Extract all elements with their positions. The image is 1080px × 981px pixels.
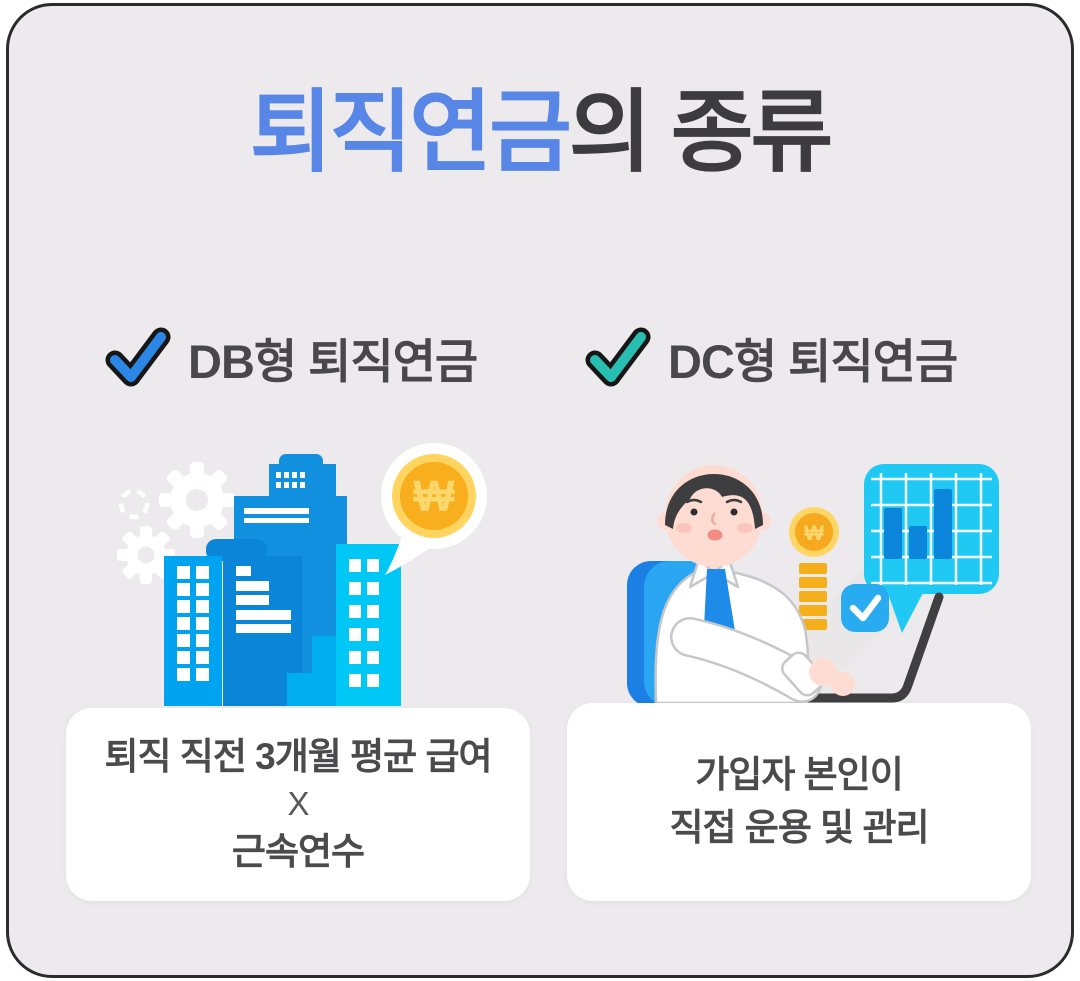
dc-description-line-1: 가입자 본인이 xyxy=(695,754,904,796)
check-square-icon xyxy=(841,584,889,632)
blush-right xyxy=(737,523,753,533)
infographic-frame: 퇴직연금의 종류 DB형 퇴직연금 DC형 퇴직연금 xyxy=(6,3,1074,978)
db-formula-line-1: 퇴직 직전 3개월 평균 급여 xyxy=(104,735,492,777)
dc-illustration-worker: ₩ xyxy=(627,464,999,703)
hair xyxy=(665,474,763,529)
laptop-icon xyxy=(757,592,944,703)
gears-icon xyxy=(117,462,235,584)
eyebrow-left xyxy=(685,498,703,504)
office-buildings xyxy=(164,454,401,706)
dc-description-line-2: 직접 운용 및 관리 xyxy=(669,807,929,848)
eye-left xyxy=(690,508,698,516)
worker-illustration xyxy=(654,465,855,703)
won-symbol: ₩ xyxy=(413,472,455,521)
db-formula-line-2: 근속연수 xyxy=(231,830,365,872)
db-description-card: 퇴직 직전 3개월 평균 급여 X 근속연수 xyxy=(66,708,530,901)
page-title: 퇴직연금의 종류 xyxy=(9,84,1071,183)
db-section-title: DB형 퇴직연금 xyxy=(188,334,478,388)
db-formula-operator: X xyxy=(287,785,309,823)
dc-section-header: DC형 퇴직연금 xyxy=(582,320,958,394)
dashed-circle-icon xyxy=(118,488,150,520)
bar-chart-bubble-icon xyxy=(864,464,999,633)
blush-left xyxy=(676,523,692,533)
title-highlight: 퇴직연금 xyxy=(249,83,572,183)
hand-left xyxy=(809,658,837,686)
dc-description-card: 가입자 본인이 직접 운용 및 관리 xyxy=(567,703,1031,901)
won-coin-badge-icon: ₩ xyxy=(381,443,487,575)
small-gear-icon xyxy=(117,526,175,584)
title-rest: 의 종류 xyxy=(568,83,833,183)
teal-checkmark-icon xyxy=(585,327,651,387)
eye-right xyxy=(730,508,738,516)
db-section-header: DB형 퇴직연금 xyxy=(102,320,478,394)
db-illustration-buildings: ₩ xyxy=(117,443,487,706)
won-symbol: ₩ xyxy=(804,522,824,545)
hand-right xyxy=(831,672,855,696)
blue-checkmark-icon xyxy=(105,327,171,387)
coin-stack-icon: ₩ xyxy=(789,507,839,630)
dc-section-title: DC형 퇴직연금 xyxy=(668,334,958,388)
large-gear-icon xyxy=(159,462,235,538)
nose xyxy=(711,512,717,526)
eyebrow-right xyxy=(725,498,743,504)
mouth xyxy=(707,529,723,541)
head xyxy=(657,465,771,567)
